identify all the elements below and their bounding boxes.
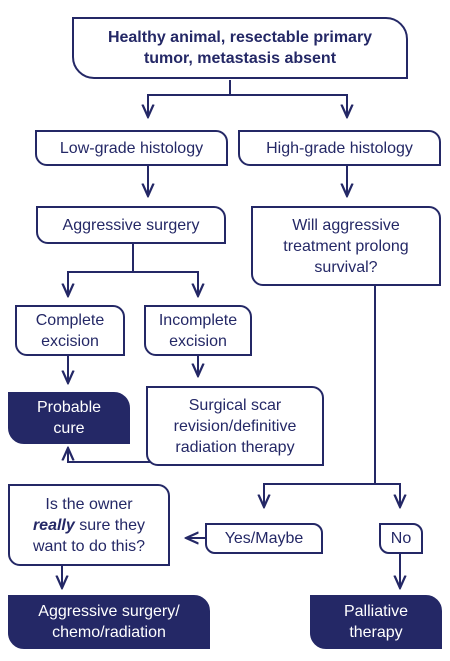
yes-maybe-label: Yes/Maybe — [224, 530, 304, 547]
prolong-survival-question-node: Will aggressive treatment prolong surviv… — [251, 206, 441, 286]
complete-excision-node: Complete excision — [15, 305, 125, 356]
incomplete-line-1: Incomplete — [158, 311, 238, 329]
palliative-line-1: Palliative — [343, 603, 409, 620]
complete-line-2: excision — [41, 332, 99, 350]
owner-sure-question-node: Is the owner really sure they want to do… — [8, 484, 170, 566]
question-line-3: survival? — [314, 258, 378, 276]
connector-aggressive-split — [67, 244, 199, 296]
probable-cure-node: Probable cure — [8, 392, 130, 444]
incomplete-excision-node: Incomplete excision — [144, 305, 252, 356]
question-line-1: Will aggressive — [292, 216, 400, 234]
owner-line-3: want to do this? — [32, 537, 146, 555]
aggressive-combo-node: Aggressive surgery/ chemo/radiation — [8, 595, 210, 649]
aggressive-surgery-node: Aggressive surgery — [36, 206, 226, 244]
connector-start-to-branches — [147, 80, 347, 117]
owner-line-2-rest: sure they — [74, 516, 146, 534]
scar-line-2: revision/definitive — [173, 417, 297, 435]
owner-line-1: Is the owner — [45, 495, 133, 513]
complete-line-1: Complete — [35, 311, 105, 329]
start-line-2: tumor, metastasis absent — [143, 50, 337, 67]
no-node: No — [379, 523, 423, 554]
high-grade-label: High-grade histology — [266, 139, 413, 157]
question-line-2: treatment prolong — [283, 237, 409, 255]
scar-line-1: Surgical scar — [188, 396, 282, 414]
combo-line-1: Aggressive surgery/ — [38, 603, 180, 620]
low-grade-node: Low-grade histology — [35, 130, 228, 166]
high-grade-node: High-grade histology — [238, 130, 441, 166]
scar-revision-node: Surgical scar revision/definitive radiat… — [146, 386, 324, 466]
palliative-therapy-node: Palliative therapy — [310, 595, 442, 649]
incomplete-line-2: excision — [169, 332, 227, 350]
yes-maybe-node: Yes/Maybe — [205, 523, 323, 554]
connector-scar-to-cure — [68, 448, 160, 463]
aggressive-surgery-label: Aggressive surgery — [62, 216, 200, 234]
low-grade-label: Low-grade histology — [59, 139, 204, 157]
no-label: No — [390, 530, 412, 547]
combo-line-2: chemo/radiation — [52, 624, 166, 641]
start-line-1: Healthy animal, resectable primary — [107, 29, 373, 46]
owner-emphasis-really: really — [32, 516, 75, 534]
owner-line-2: really sure they — [33, 515, 145, 536]
palliative-line-2: therapy — [349, 624, 403, 641]
scar-line-3: radiation therapy — [175, 438, 295, 456]
cure-line-2: cure — [53, 420, 85, 437]
cure-line-1: Probable — [36, 399, 102, 416]
start-node: Healthy animal, resectable primary tumor… — [72, 17, 408, 79]
